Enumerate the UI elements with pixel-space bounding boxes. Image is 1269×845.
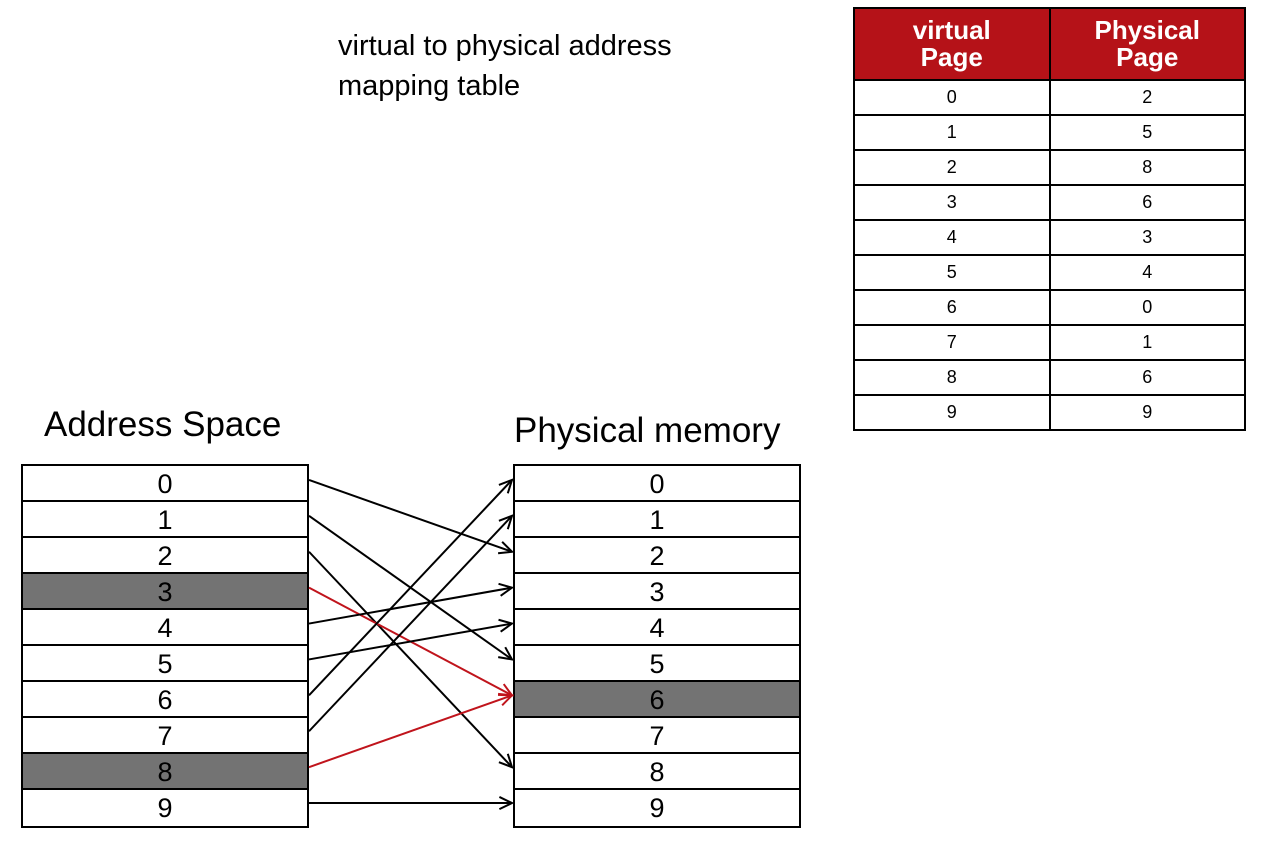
arrowhead [498,646,514,661]
physical-page-cell: 1 [1048,324,1246,361]
arrow-2-to-8 [308,551,514,769]
diagram-title: virtual to physical address mapping tabl… [338,26,672,106]
address-space-page-5: 5 [23,646,307,682]
virtual-page-cell: 3 [853,184,1051,221]
arrowhead [497,541,515,555]
mapping-table-header: virtual Page Physical Page [853,7,1246,81]
arrow-6-to-0 [308,478,514,697]
physical-memory-label: Physical memory [514,411,781,450]
address-space-page-6: 6 [23,682,307,718]
physical-memory-page-5: 5 [515,646,799,682]
physical-page-cell: 8 [1048,149,1246,186]
address-space-page-9: 9 [23,790,307,826]
virtual-page-cell: 2 [853,149,1051,186]
physical-page-cell: 6 [1048,184,1246,221]
virtual-page-cell: 8 [853,359,1051,396]
physical-page-cell: 2 [1048,79,1246,116]
arrow-7-to-1 [308,514,514,732]
address-space-page-3: 3 [23,574,307,610]
physical-memory-page-9: 9 [515,790,799,826]
header-virtual-page: virtual Page [853,7,1051,81]
arrowhead [498,514,514,530]
physical-page-cell: 9 [1048,394,1246,431]
physical-memory-page-3: 3 [515,574,799,610]
address-space-page-0: 0 [23,466,307,502]
arrow-8-to-6 [308,692,515,769]
physical-memory-page-2: 2 [515,538,799,574]
address-space-label: Address Space [44,405,282,444]
physical-memory-page-1: 1 [515,502,799,538]
virtual-page-cell: 5 [853,254,1051,291]
address-space-page-2: 2 [23,538,307,574]
physical-memory-page-0: 0 [515,466,799,502]
physical-memory-page-6: 6 [515,682,799,718]
arrow-0-to-2 [308,479,515,555]
physical-page-cell: 0 [1048,289,1246,326]
physical-page-cell: 6 [1048,359,1246,396]
physical-page-cell: 4 [1048,254,1246,291]
arrowhead [498,753,514,769]
address-space-page-7: 7 [23,718,307,754]
virtual-page-cell: 1 [853,114,1051,151]
physical-memory-page-4: 4 [515,610,799,646]
physical-page-cell: 3 [1048,219,1246,256]
arrow-9-to-9 [309,796,515,811]
arrowhead [497,692,515,706]
virtual-page-cell: 6 [853,289,1051,326]
arrowhead [498,796,515,811]
arrowhead [498,582,515,597]
virtual-page-cell: 9 [853,394,1051,431]
arrowhead [498,618,515,633]
physical-page-cell: 5 [1048,114,1246,151]
header-physical-page: Physical Page [1048,7,1246,81]
arrowhead [498,478,514,494]
virtual-page-cell: 7 [853,324,1051,361]
address-space-page-8: 8 [23,754,307,790]
virtual-page-cell: 4 [853,219,1051,256]
arrow-4-to-3 [308,582,515,625]
physical-memory-page-7: 7 [515,718,799,754]
address-space-page-1: 1 [23,502,307,538]
title-line-1: virtual to physical address [338,30,672,62]
arrow-5-to-4 [308,618,515,661]
address-space-page-4: 4 [23,610,307,646]
title-line-2: mapping table [338,70,521,102]
virtual-page-cell: 0 [853,79,1051,116]
physical-memory-page-8: 8 [515,754,799,790]
